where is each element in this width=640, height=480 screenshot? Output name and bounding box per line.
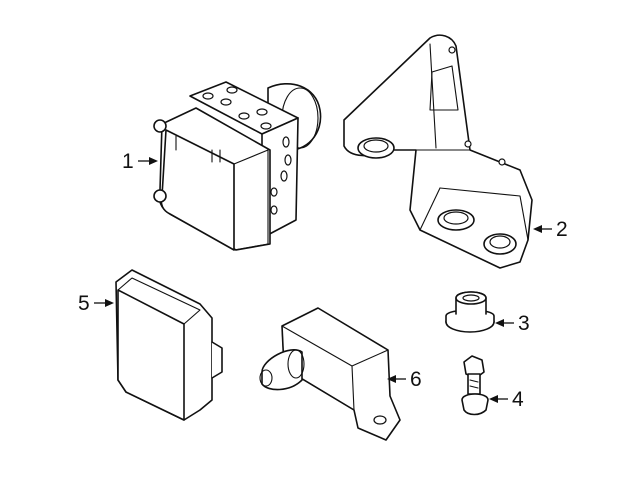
callout-label-1: 1 bbox=[122, 150, 134, 173]
callout-label-6: 6 bbox=[410, 368, 422, 391]
callout-5: 5 bbox=[78, 292, 114, 315]
part-6-yaw-sensor[interactable] bbox=[259, 307, 401, 441]
part-5-control-module[interactable] bbox=[115, 269, 223, 421]
part-4-bolt[interactable] bbox=[461, 355, 489, 416]
callout-4: 4 bbox=[489, 388, 524, 411]
callout-2: 2 bbox=[533, 218, 568, 241]
callout-label-2: 2 bbox=[556, 218, 568, 241]
callout-1: 1 bbox=[122, 150, 158, 173]
callout-label-5: 5 bbox=[78, 292, 90, 315]
callout-label-3: 3 bbox=[518, 312, 530, 335]
callout-6: 6 bbox=[387, 368, 422, 391]
part-2-mounting-bracket[interactable] bbox=[343, 34, 533, 269]
callout-3: 3 bbox=[495, 312, 530, 335]
part-1-abs-modulator[interactable] bbox=[153, 81, 322, 251]
part-3-grommet[interactable] bbox=[445, 291, 495, 333]
callout-label-4: 4 bbox=[512, 388, 524, 411]
